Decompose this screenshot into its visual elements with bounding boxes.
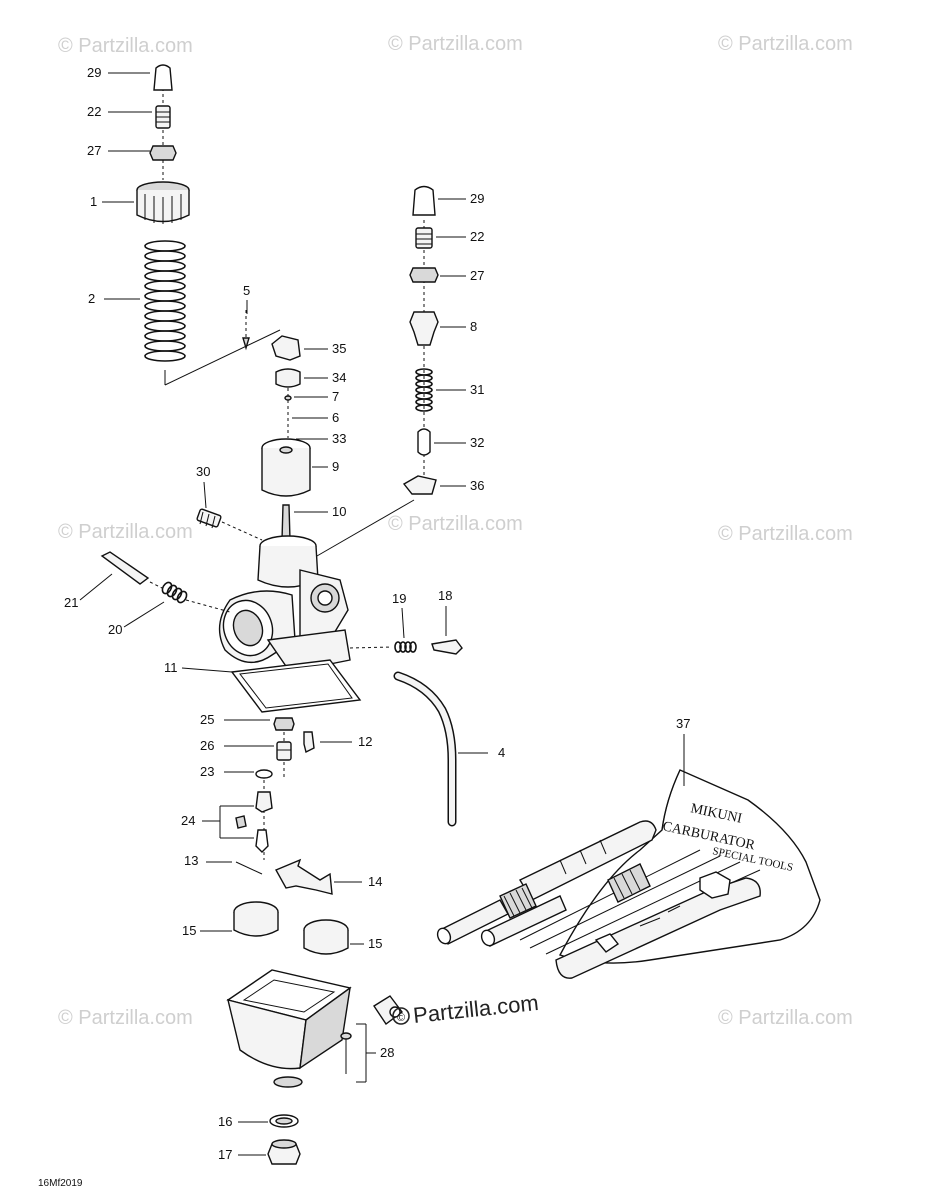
callout-28: 28: [380, 1045, 394, 1060]
callout-4: 4: [498, 745, 505, 760]
callout-10: 10: [332, 504, 346, 519]
callout-9: 9: [332, 459, 339, 474]
callout-36: 36: [470, 478, 484, 493]
callouts-center: 5 35 34 7 6 33 9 10: [243, 283, 346, 519]
callout-2: 2: [88, 291, 95, 306]
callout-27: 27: [470, 268, 484, 283]
callout-27: 27: [87, 143, 101, 158]
callout-17: 17: [218, 1147, 232, 1162]
starter-plunger-stack: [309, 185, 439, 561]
watermark: © Partzilla.com: [58, 521, 193, 543]
callout-25: 25: [200, 712, 214, 727]
callout-19: 19: [392, 591, 406, 606]
callouts-jets: 25 26 12 23 24: [181, 712, 372, 839]
callout-5: 5: [243, 283, 250, 298]
float-bowl-part: [226, 969, 352, 1088]
lock-nut-part: [409, 267, 439, 283]
needle-holder-part: [275, 368, 301, 388]
needle-retainer-part: [271, 335, 301, 361]
rubber-cap-part: [412, 185, 436, 216]
float-part: [233, 901, 279, 937]
callout-15: 15: [368, 936, 382, 951]
e-clip-part: [242, 337, 250, 351]
float-arm-part: [275, 858, 333, 895]
callout-24: 24: [181, 813, 195, 828]
callout-30: 30: [196, 464, 210, 479]
callout-1: 1: [90, 194, 97, 209]
callout-35: 35: [332, 341, 346, 356]
watermark: © Partzilla.com: [718, 523, 853, 545]
bowl-screw-part: [340, 995, 403, 1074]
float-arm-pin-part: [235, 861, 263, 875]
callout-7: 7: [332, 389, 339, 404]
callout-21: 21: [64, 595, 78, 610]
callout-33: 33: [332, 431, 346, 446]
throttle-spring-part: [144, 240, 186, 362]
callouts-right-top: 29 22 27 8 31 32 36: [434, 191, 484, 493]
callout-26: 26: [200, 738, 214, 753]
callout-29: 29: [87, 65, 101, 80]
callout-8: 8: [470, 319, 477, 334]
mixing-chamber-top-stack: [136, 64, 281, 386]
throttle-stop-screw-part: [100, 551, 163, 589]
jet-part: [255, 829, 269, 853]
callout-18: 18: [438, 588, 452, 603]
svg-text:©: ©: [397, 1012, 405, 1024]
washer-part: [273, 717, 295, 731]
watermark-layer: © Partzilla.com © Partzilla.com © Partzi…: [58, 33, 853, 1029]
callout-6: 6: [332, 410, 339, 425]
callout-13: 13: [184, 853, 198, 868]
callout-29: 29: [470, 191, 484, 206]
watermark: © Partzilla.com: [718, 1007, 853, 1029]
throttle-valve-part: [261, 448, 311, 497]
adjuster-screw-part: [415, 227, 433, 249]
needle-jet-part: [276, 741, 292, 761]
callout-12: 12: [358, 734, 372, 749]
jet-group: [235, 717, 315, 860]
special-tool-kit-part: MIKUNI CARBURATOR SPECIAL TOOLS: [436, 769, 821, 979]
watermark: © Partzilla.com: [58, 35, 193, 57]
callout-37: 37: [676, 716, 690, 731]
o-ring-part: [255, 769, 273, 779]
callout-32: 32: [470, 435, 484, 450]
watermark: © Partzilla.com: [58, 1007, 193, 1029]
plunger-part: [417, 428, 431, 456]
callout-14: 14: [368, 874, 382, 889]
stop-screw-spring-part: [161, 581, 231, 613]
diagram-code: 16Mf2019: [38, 1178, 83, 1189]
callout-16: 16: [218, 1114, 232, 1129]
callout-23: 23: [200, 764, 214, 779]
mixture-screw-part: [431, 639, 463, 655]
pilot-jet-part: [303, 731, 315, 754]
float-bowl-gasket-part: [230, 659, 362, 713]
float-part: [303, 919, 349, 955]
callouts-left-top: 29 22 27 1 2: [87, 65, 152, 306]
callout-34: 34: [332, 370, 346, 385]
mixture-spring-part: [394, 641, 417, 653]
callout-15: 15: [182, 923, 196, 938]
washer-part: [284, 395, 292, 401]
carburetor-body: [218, 535, 351, 673]
lock-nut-part: [149, 145, 177, 161]
vent-tube-part: [393, 671, 457, 827]
watermark: © Partzilla.com: [718, 33, 853, 55]
pilot-air-screw-part: [196, 508, 263, 541]
plunger-spring-part: [415, 368, 433, 412]
brand-watermark-text: Partzilla.com: [412, 990, 540, 1028]
plunger-nut-part: [409, 311, 439, 346]
ring-part: [235, 815, 247, 829]
plunger-gasket-part: [402, 475, 437, 495]
callout-22: 22: [470, 229, 484, 244]
main-jet-part: [255, 791, 273, 813]
watermark: © Partzilla.com: [388, 513, 523, 535]
callout-20: 20: [108, 622, 122, 637]
callout-11: 11: [164, 660, 178, 675]
callout-31: 31: [470, 382, 484, 397]
callout-22: 22: [87, 104, 101, 119]
rubber-cap-part: [153, 64, 173, 91]
brand-watermark: © Partzilla.com: [392, 990, 540, 1028]
watermark: © Partzilla.com: [388, 33, 523, 55]
